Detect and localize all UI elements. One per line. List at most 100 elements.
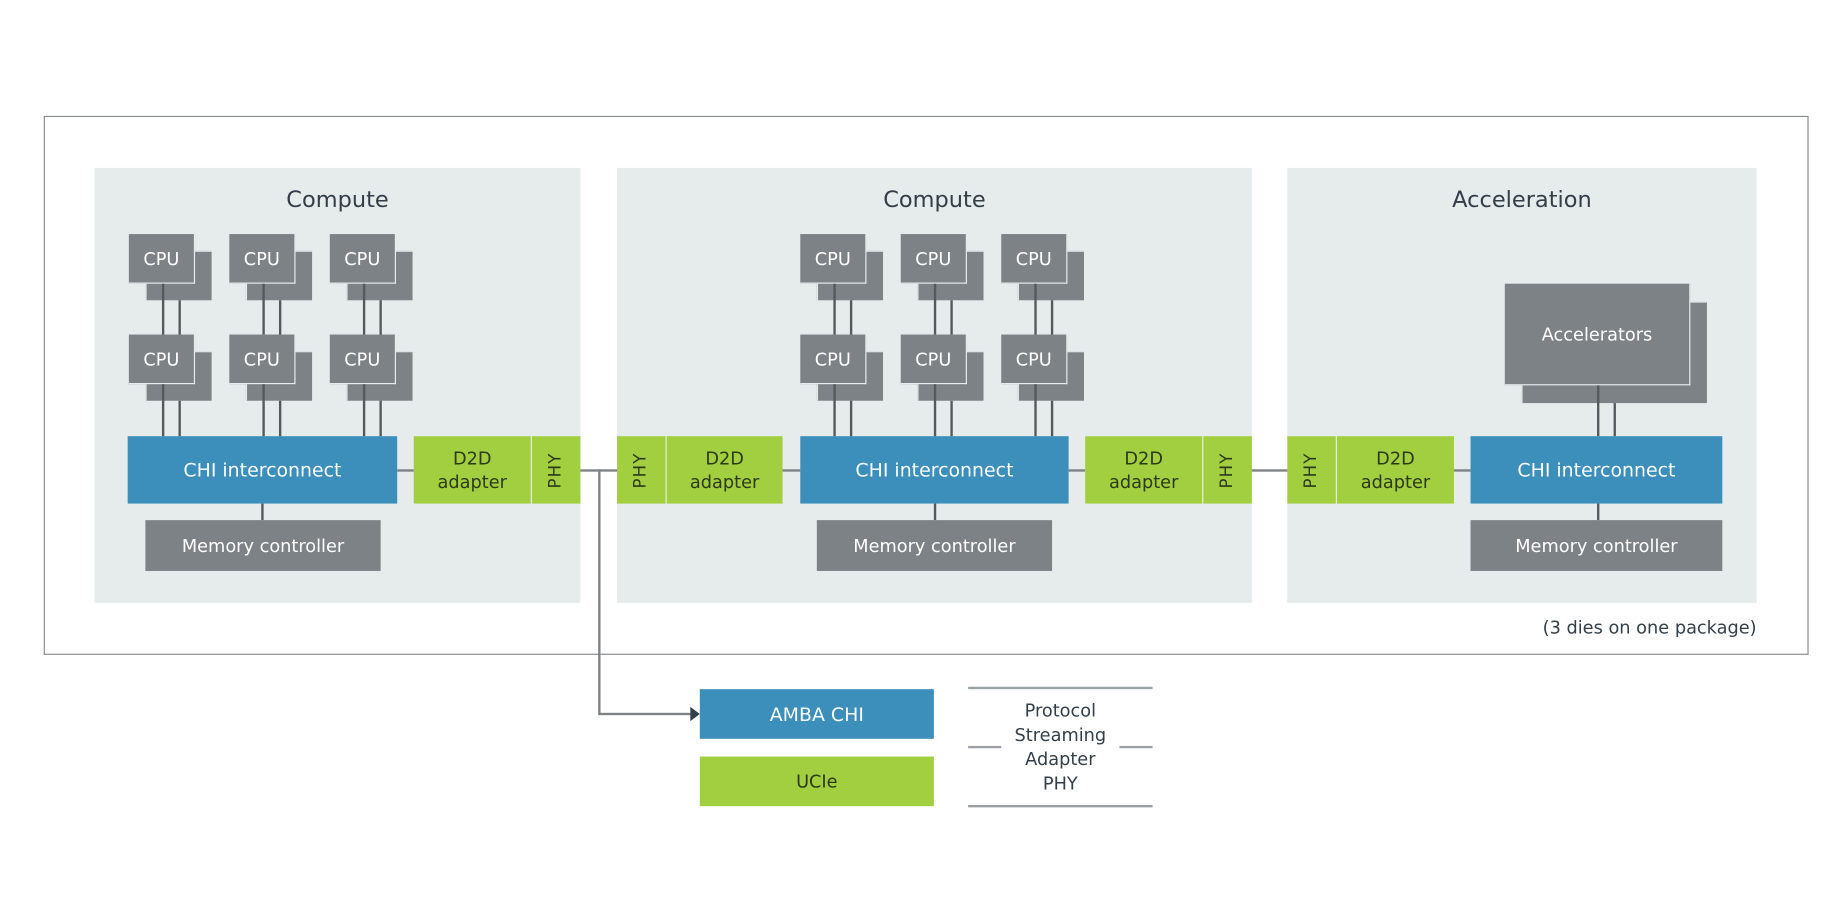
- cpu-block: CPU: [128, 334, 196, 385]
- cpu-label: CPU: [243, 348, 280, 370]
- legend-rule-top: [968, 686, 1153, 690]
- cpu-label: CPU: [915, 247, 952, 269]
- cpu-label: CPU: [1015, 348, 1052, 370]
- legend-rule-bottom: [968, 805, 1153, 808]
- phy-label: PHY: [1302, 451, 1321, 488]
- d2d-adapter: D2D adapter: [1336, 436, 1454, 504]
- cpu-label: CPU: [814, 247, 851, 269]
- connector: [1453, 469, 1471, 472]
- phy-label: PHY: [546, 451, 566, 488]
- layer-protocol: Protocol: [1024, 699, 1097, 722]
- chi-interconnect: CHI interconnect: [1470, 436, 1723, 504]
- d2d-label: D2D: [1376, 447, 1415, 469]
- cpu-label: CPU: [344, 348, 381, 370]
- cpu-label: CPU: [243, 247, 280, 269]
- legend-label: AMBA CHI: [769, 702, 864, 726]
- phy-block: PHY: [1203, 436, 1252, 504]
- legend-layers: Protocol Streaming Adapter PHY: [1001, 699, 1119, 796]
- phy-block: PHY: [617, 436, 666, 504]
- connector: [397, 469, 414, 472]
- connector: [362, 283, 365, 335]
- phy-label: PHY: [1218, 451, 1238, 488]
- legend-rule-mid-right: [1119, 745, 1153, 749]
- memory-controller: Memory controller: [1470, 520, 1723, 571]
- d2d-adapter: D2D adapter: [666, 436, 783, 504]
- arrow-head-icon: [690, 706, 700, 722]
- chi-interconnect: CHI interconnect: [800, 436, 1069, 504]
- cpu-block: CPU: [900, 234, 967, 284]
- adapter-label: adapter: [1108, 471, 1179, 493]
- connector: [1613, 403, 1616, 437]
- connector: [178, 400, 181, 437]
- connector: [782, 469, 801, 472]
- package-caption: (3 dies on one package): [1542, 617, 1757, 639]
- d2d-label: D2D: [705, 447, 744, 469]
- cpu-label: CPU: [915, 348, 952, 370]
- adapter-label: adapter: [437, 471, 507, 493]
- cpu-label: CPU: [143, 247, 180, 269]
- layer-phy: PHY: [1042, 772, 1078, 794]
- phy-block: PHY: [1287, 436, 1336, 504]
- d2d-label: D2D: [452, 447, 492, 469]
- cpu-block: CPU: [229, 234, 296, 284]
- cpu-block: CPU: [800, 334, 867, 385]
- connector: [933, 384, 936, 437]
- connector: [379, 300, 382, 352]
- connector: [262, 283, 265, 335]
- die-title: Acceleration: [1452, 186, 1592, 213]
- connector: [362, 384, 365, 437]
- connector: [950, 400, 953, 437]
- cpu-block: CPU: [1001, 334, 1068, 385]
- connector: [833, 283, 836, 335]
- connector: [1050, 400, 1053, 437]
- chi-interconnect: CHI interconnect: [127, 436, 398, 504]
- chi-interconnect-label: CHI interconnect: [1517, 458, 1676, 482]
- chi-interconnect-label: CHI interconnect: [855, 458, 1014, 482]
- memory-controller-label: Memory controller: [853, 534, 1016, 557]
- cpu-block: CPU: [128, 234, 196, 284]
- legend-amba-chi: AMBA CHI: [699, 689, 934, 739]
- connector: [262, 384, 265, 437]
- connector: [278, 300, 281, 352]
- connector: [261, 503, 264, 521]
- d2d-label: D2D: [1124, 447, 1163, 469]
- cpu-label: CPU: [344, 247, 381, 269]
- callout-line: [598, 469, 600, 714]
- cpu-block: CPU: [800, 234, 867, 284]
- connector: [1068, 469, 1086, 472]
- layer-adapter: Adapter: [1025, 748, 1096, 770]
- connector: [1034, 384, 1037, 437]
- legend-ucie: UCIe: [699, 756, 934, 807]
- die-title: Compute: [883, 186, 986, 213]
- connector: [278, 400, 281, 437]
- memory-controller: Memory controller: [816, 520, 1053, 571]
- cpu-block: CPU: [900, 334, 967, 385]
- cpu-label: CPU: [1015, 247, 1052, 269]
- d2d-adapter: D2D adapter: [413, 436, 531, 504]
- connector: [933, 503, 936, 521]
- cpu-block: CPU: [329, 234, 397, 284]
- cpu-block: CPU: [229, 334, 296, 385]
- connector: [1050, 300, 1053, 352]
- connector: [161, 384, 164, 437]
- die-title: Compute: [286, 186, 389, 213]
- connector: [933, 283, 936, 335]
- connector: [849, 300, 852, 352]
- legend-label: UCIe: [796, 770, 838, 793]
- adapter-label: adapter: [689, 471, 760, 493]
- connector: [1597, 503, 1599, 521]
- cpu-label: CPU: [143, 348, 180, 370]
- cpu-label: CPU: [814, 348, 851, 370]
- accelerators-block: Accelerators: [1504, 283, 1691, 386]
- connector: [1597, 385, 1599, 437]
- callout-line: [598, 712, 693, 715]
- cpu-block: CPU: [1001, 234, 1068, 284]
- accelerators-label: Accelerators: [1541, 323, 1653, 345]
- connector: [1034, 283, 1037, 335]
- memory-controller: Memory controller: [145, 520, 381, 571]
- d2d-adapter: D2D adapter: [1085, 436, 1203, 504]
- memory-controller-label: Memory controller: [1515, 534, 1678, 557]
- phy-block: PHY: [531, 436, 581, 504]
- connector: [161, 283, 164, 335]
- connector: [379, 400, 382, 437]
